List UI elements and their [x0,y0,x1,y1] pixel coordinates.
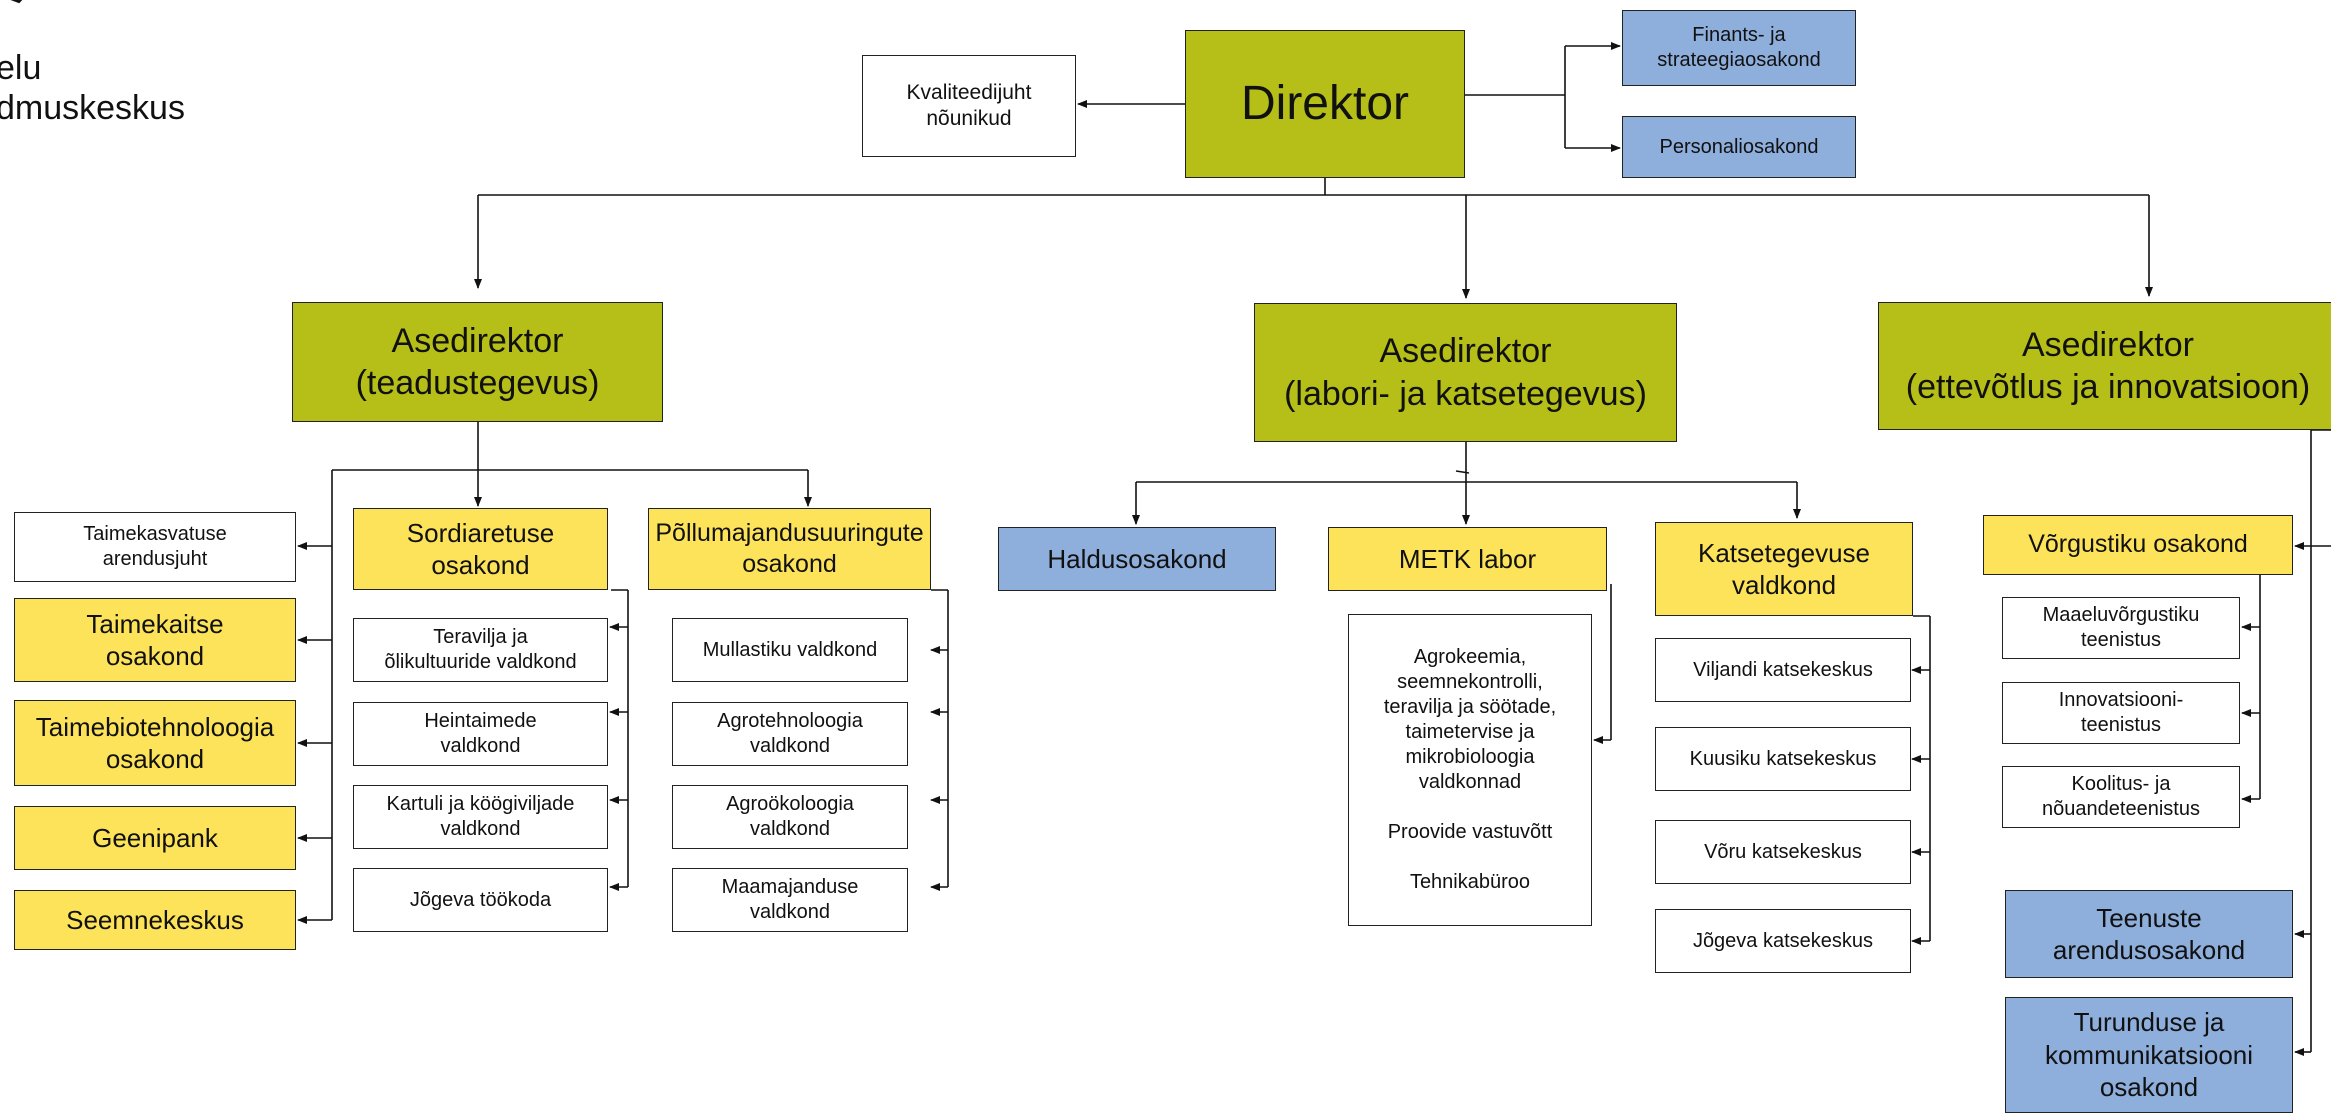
research-left-unit: Geenipank [14,806,296,870]
trial-center-label: Võru katsekeskus [1704,840,1862,863]
director-label: Direktor [1240,77,1410,130]
services-dept-box: Teenuste arendusosakond [2005,890,2293,978]
agri-item: Agrotehnoloogia valdkond [672,702,908,766]
trial-center-label: Kuusiku katsekeskus [1689,747,1877,770]
agri-item: Mullastiku valdkond [672,618,908,682]
metk-lab-box: METK labor [1328,527,1607,591]
research-left-unit: Seemnekeskus [14,890,296,950]
network-item-label: Innovatsiooni- teenistus [2058,689,2184,736]
research-left-unit: Taimekasvatuse arendusjuht [14,512,296,582]
research-left-unit-label: Taimekasvatuse arendusjuht [83,523,227,570]
research-left-unit: Taimekaitse osakond [14,598,296,682]
admin-dept-box: Haldusosakond [998,527,1276,591]
breeding-item: Teravilja ja õlikultuuride valdkond [353,618,608,682]
finance-label: Finants- ja strateegiaosakond [1657,24,1821,71]
agri-item-label: Agroökoloogia valdkond [726,793,854,840]
trials-dept-label: Katsetegevuse valdkond [1697,537,1870,601]
marketing-dept-label: Turunduse ja kommunikatsiooni osakond [2044,1007,2254,1103]
quality-label: Kvaliteedijuht nõunikud [906,80,1032,130]
deputy-business-box: Asedirektor (ettevõtlus ja innovatsioon) [1878,302,2331,430]
trial-center-label: Jõgeva katsekeskus [1692,929,1874,952]
research-left-unit-label: Seemnekeskus [66,904,244,935]
network-item: Koolitus- ja nõuandeteenistus [2002,766,2240,828]
agri-dept-box: Põllumajandusuuringute osakond [648,508,931,590]
research-left-unit: Taimebiotehnoloogia osakond [14,700,296,786]
agri-item: Agroökoloogia valdkond [672,785,908,849]
deputy-lab-label: Asedirektor (labori- ja katsetegevus) [1284,332,1647,413]
personnel-label: Personaliosakond [1659,135,1819,158]
quality-box: Kvaliteedijuht nõunikud [862,55,1076,157]
trial-center: Võru katsekeskus [1655,820,1911,884]
marketing-dept-box: Turunduse ja kommunikatsiooni osakond [2005,997,2293,1113]
metk-detail-box: Agrokeemia, seemnekontrolli, teravilja j… [1348,614,1592,926]
director-box: Direktor [1185,30,1465,178]
agri-item-label: Agrotehnoloogia valdkond [717,710,863,757]
breeding-dept-label: Sordiaretuse osakond [406,517,555,581]
trials-dept-box: Katsetegevuse valdkond [1655,522,1913,616]
trial-center: Kuusiku katsekeskus [1655,727,1911,791]
network-dept-label: Võrgustiku osakond [2028,530,2248,559]
network-item-label: Maaeluvõrgustiku teenistus [2042,604,2200,651]
admin-dept-label: Haldusosakond [1047,543,1227,574]
agri-item-label: Mullastiku valdkond [702,638,878,661]
personnel-box: Personaliosakond [1622,116,1856,178]
deputy-business-label: Asedirektor (ettevõtlus ja innovatsioon) [1905,325,2311,407]
breeding-item: Heintaimede valdkond [353,702,608,766]
breeding-item-label: Heintaimede valdkond [424,710,537,757]
agri-dept-label: Põllumajandusuuringute osakond [655,518,924,578]
deputy-research-box: Asedirektor (teadustegevus) [292,302,663,422]
breeding-item-label: Kartuli ja köögiviljade valdkond [386,793,575,840]
agri-item-label: Maamajanduse valdkond [721,876,859,923]
metk-detail-label: Agrokeemia, seemnekontrolli, teravilja j… [1383,646,1557,893]
services-dept-label: Teenuste arendusosakond [2052,902,2246,966]
network-dept-box: Võrgustiku osakond [1983,515,2293,575]
network-item-label: Koolitus- ja nõuandeteenistus [2042,773,2200,820]
breeding-item: Jõgeva töökoda [353,868,608,932]
deputy-research-label: Asedirektor (teadustegevus) [355,321,600,403]
logo-mark [10,0,23,4]
trial-center-label: Viljandi katsekeskus [1693,658,1873,681]
breeding-item-label: Teravilja ja õlikultuuride valdkond [384,626,577,673]
breeding-item-label: Jõgeva töökoda [409,888,552,911]
metk-lab-label: METK labor [1398,543,1537,574]
agri-item: Maamajanduse valdkond [672,868,908,932]
deputy-lab-box: Asedirektor (labori- ja katsetegevus) [1254,303,1677,442]
research-left-unit-label: Taimekaitse osakond [86,608,224,672]
research-left-unit-label: Taimebiotehnoloogia osakond [35,711,275,775]
breeding-item: Kartuli ja köögiviljade valdkond [353,785,608,849]
trial-center: Viljandi katsekeskus [1655,638,1911,702]
trial-center: Jõgeva katsekeskus [1655,909,1911,973]
research-left-unit-label: Geenipank [92,822,218,853]
logo-text: elu dmuskeskus [0,49,185,127]
network-item: Maaeluvõrgustiku teenistus [2002,597,2240,659]
network-item: Innovatsiooni- teenistus [2002,682,2240,744]
finance-box: Finants- ja strateegiaosakond [1622,10,1856,86]
breeding-dept-box: Sordiaretuse osakond [353,508,608,590]
